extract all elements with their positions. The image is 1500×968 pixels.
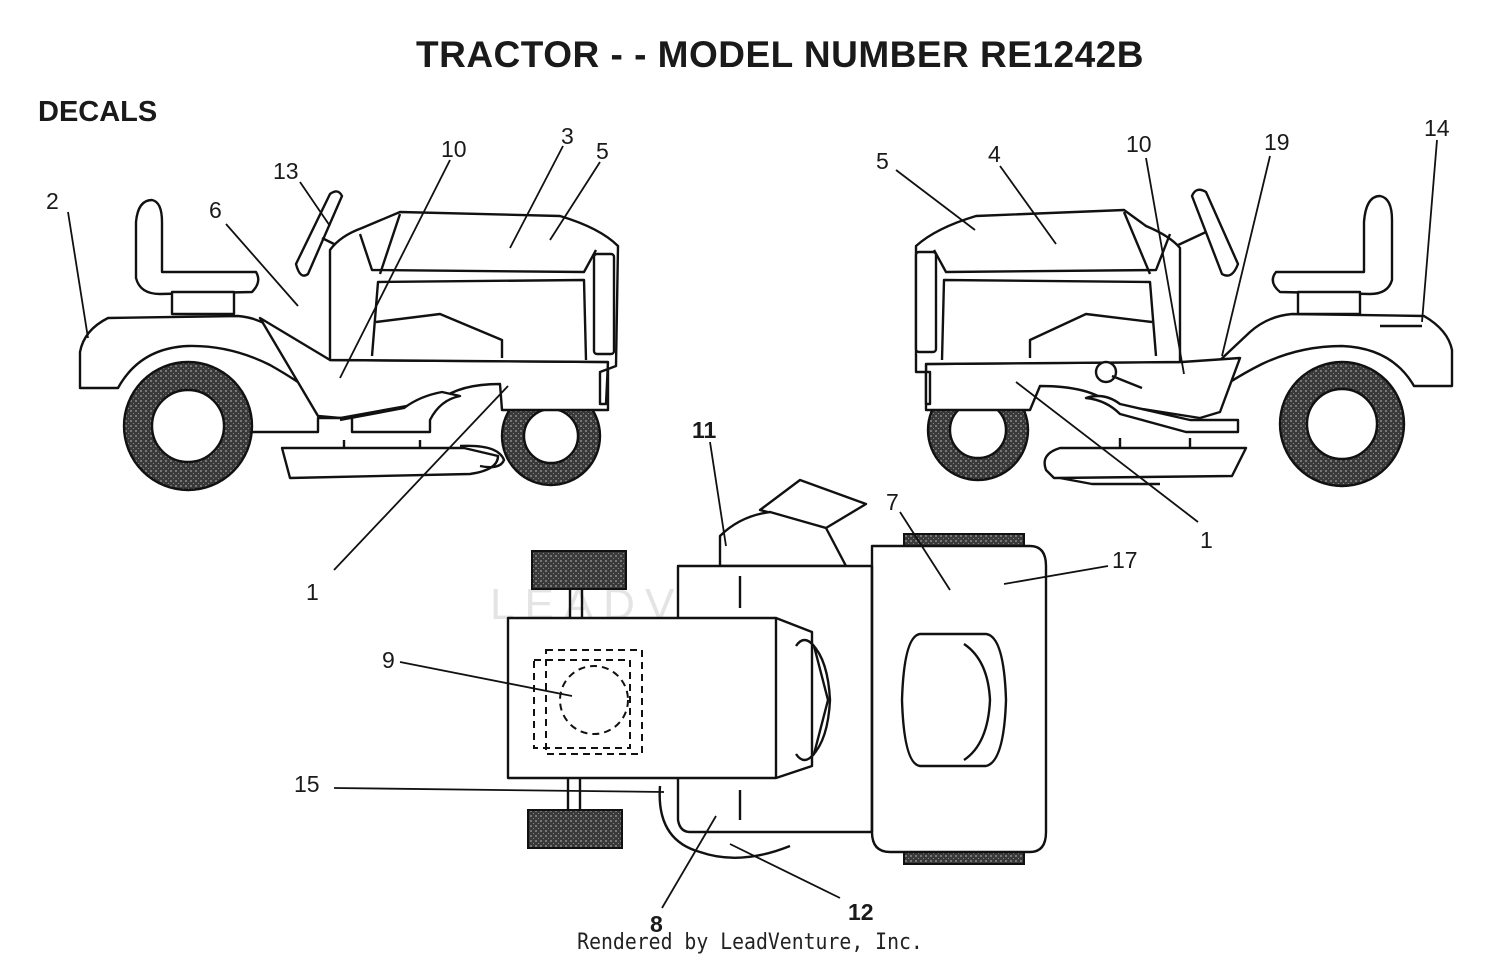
callout-left-13: 13 <box>273 158 299 184</box>
callout-left-10: 10 <box>441 136 467 162</box>
callout-top-8: 8 <box>650 911 663 937</box>
callout-top-11: 11 <box>692 417 717 443</box>
callout-left-5: 5 <box>596 138 609 164</box>
callout-right-1: 1 <box>1200 527 1213 553</box>
callout-top-17: 17 <box>1112 547 1138 573</box>
callout-labels: 2 6 13 10 3 5 1 5 4 10 19 14 1 11 7 17 9… <box>46 115 1450 937</box>
callout-top-15: 15 <box>294 771 320 797</box>
callout-right-4: 4 <box>988 141 1001 167</box>
footer-credit: Rendered by LeadVenture, Inc. <box>577 930 923 955</box>
callout-top-7: 7 <box>886 489 899 515</box>
callout-right-5: 5 <box>876 148 889 174</box>
tractor-right-side-view <box>914 188 1454 488</box>
callout-right-10: 10 <box>1126 131 1152 157</box>
callout-top-9: 9 <box>382 647 395 673</box>
callout-left-3: 3 <box>561 123 574 149</box>
callout-left-1: 1 <box>306 579 319 605</box>
page-title: TRACTOR - - MODEL NUMBER RE1242B <box>416 34 1144 75</box>
tractor-top-view <box>506 478 1048 865</box>
callout-right-19: 19 <box>1264 129 1290 155</box>
callout-leaders <box>67 139 1438 909</box>
callout-right-14: 14 <box>1424 115 1450 141</box>
callout-left-6: 6 <box>209 197 222 223</box>
callout-top-12: 12 <box>848 899 874 925</box>
callout-left-2: 2 <box>46 188 59 214</box>
tractor-left-side-view <box>78 190 620 492</box>
section-label: DECALS <box>38 96 158 128</box>
